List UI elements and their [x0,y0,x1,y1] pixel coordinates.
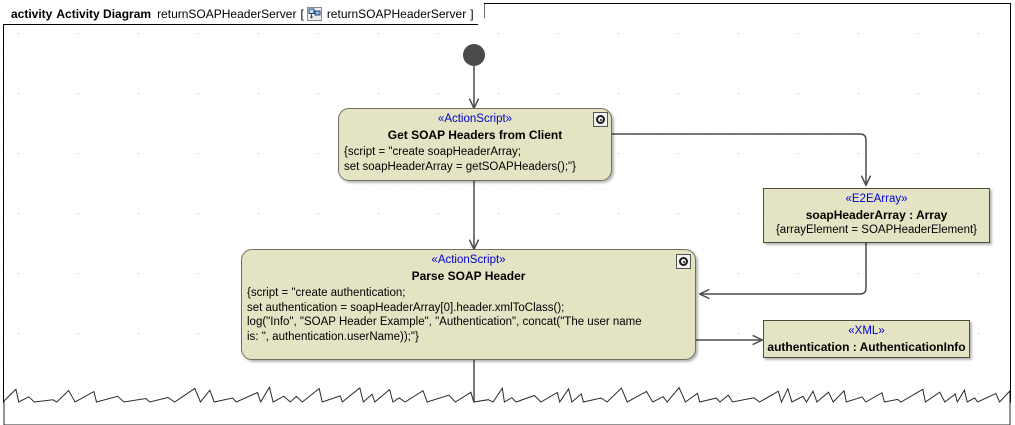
node-title: authentication : AuthenticationInfo [767,340,966,354]
frame-kind-label: activity [11,6,53,21]
frame-name-label: returnSOAPHeaderServer [157,6,297,21]
object-node-soap-header-array[interactable]: «E2EArray» soapHeaderArray : Array {arra… [763,188,990,243]
node-title: Parse SOAP Header [411,269,526,283]
script-badge-icon[interactable] [676,254,691,269]
action-node-get-soap-headers[interactable]: «ActionScript» Get SOAP Headers from Cli… [338,108,612,181]
stereotype-label: «E2EArray» [845,193,908,205]
frame-bracket-close: ] [470,6,474,21]
node-title: Get SOAP Headers from Client [387,128,563,142]
frame-header-tab[interactable]: activity Activity Diagram returnSOAPHead… [3,3,485,25]
flow-get-soap-headers-to-array [612,133,866,185]
stereotype-label: «XML» [848,325,885,337]
node-title: soapHeaderArray : Array [805,208,948,222]
activity-diagram-icon [307,7,322,21]
node-property: {arrayElement = SOAPHeaderElement} [775,224,978,236]
stereotype-label: «ActionScript» [431,254,506,266]
flow-array-to-parse [700,243,867,294]
node-script-body: {script = "create authentication; set au… [247,287,642,343]
object-node-authentication[interactable]: «XML» authentication : AuthenticationInf… [763,320,970,358]
frame-bracket-open: [ [300,6,304,21]
frame-type-label: Activity Diagram [56,6,152,21]
frame-qualified-name: returnSOAPHeaderServer [326,6,467,21]
initial-node[interactable] [463,44,485,66]
action-node-parse-soap-header[interactable]: «ActionScript» Parse SOAP Header {script… [241,249,696,360]
node-script-body: {script = "create soapHeaderArray; set s… [344,146,576,173]
stereotype-label: «ActionScript» [437,113,513,125]
script-badge-icon[interactable] [593,112,608,127]
